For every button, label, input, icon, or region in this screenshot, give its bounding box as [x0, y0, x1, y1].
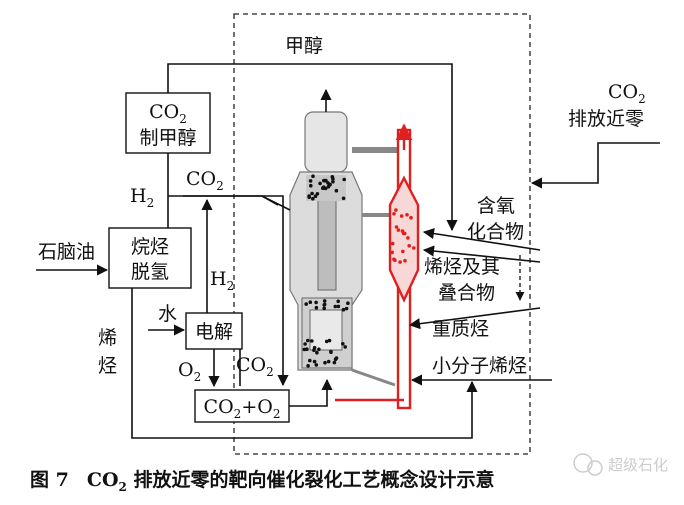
co2-methanol-label-2: 制甲醇: [139, 127, 196, 149]
olefin-oligo-label-2: 叠合物: [438, 282, 495, 304]
co2-label: CO2: [186, 168, 224, 193]
h2-label-left: H2: [130, 185, 154, 210]
catalyst-particles: [302, 174, 416, 368]
naphtha-label: 石脑油: [38, 241, 95, 263]
co2-o2-label: CO2+O2: [204, 396, 281, 421]
electrolysis-box: [185, 312, 243, 350]
svg-text:超级石化: 超级石化: [608, 456, 668, 474]
oxygenates-label-2: 化合物: [467, 221, 524, 243]
co2-zero-label-2: 排放近零: [568, 108, 644, 130]
methanol-label: 甲醇: [285, 35, 323, 57]
process-boundary: [233, 13, 531, 455]
oxygenates-label-1: 含氧: [477, 195, 515, 217]
h2-label-electrolysis: H2: [210, 268, 234, 293]
dehydro-label-1: 烷烃: [131, 236, 169, 258]
watermark: 超级石化: [573, 453, 668, 476]
alkane-dehydrogenation-box: [108, 227, 192, 289]
olefin-oligo-label-1: 烯烃及其: [424, 256, 500, 278]
co2-zero-label-1: CO2: [608, 81, 646, 106]
o2-label: O2: [178, 359, 201, 384]
co2-methanol-label-1: CO2: [149, 101, 187, 126]
olefin-label-2: 烃: [98, 355, 117, 377]
dehydro-label-2: 脱氢: [131, 261, 169, 283]
flow-lines: [36, 63, 660, 439]
electrolysis-label: 电解: [195, 321, 233, 343]
small-olefin-label: 小分子烯烃: [432, 355, 527, 377]
heavy-hc-label: 重质烃: [432, 318, 489, 340]
co2-label-lower: CO2: [236, 354, 274, 379]
olefin-label-1: 烯: [98, 327, 117, 349]
riser-reactor: [335, 123, 420, 410]
water-label: 水: [158, 303, 177, 325]
